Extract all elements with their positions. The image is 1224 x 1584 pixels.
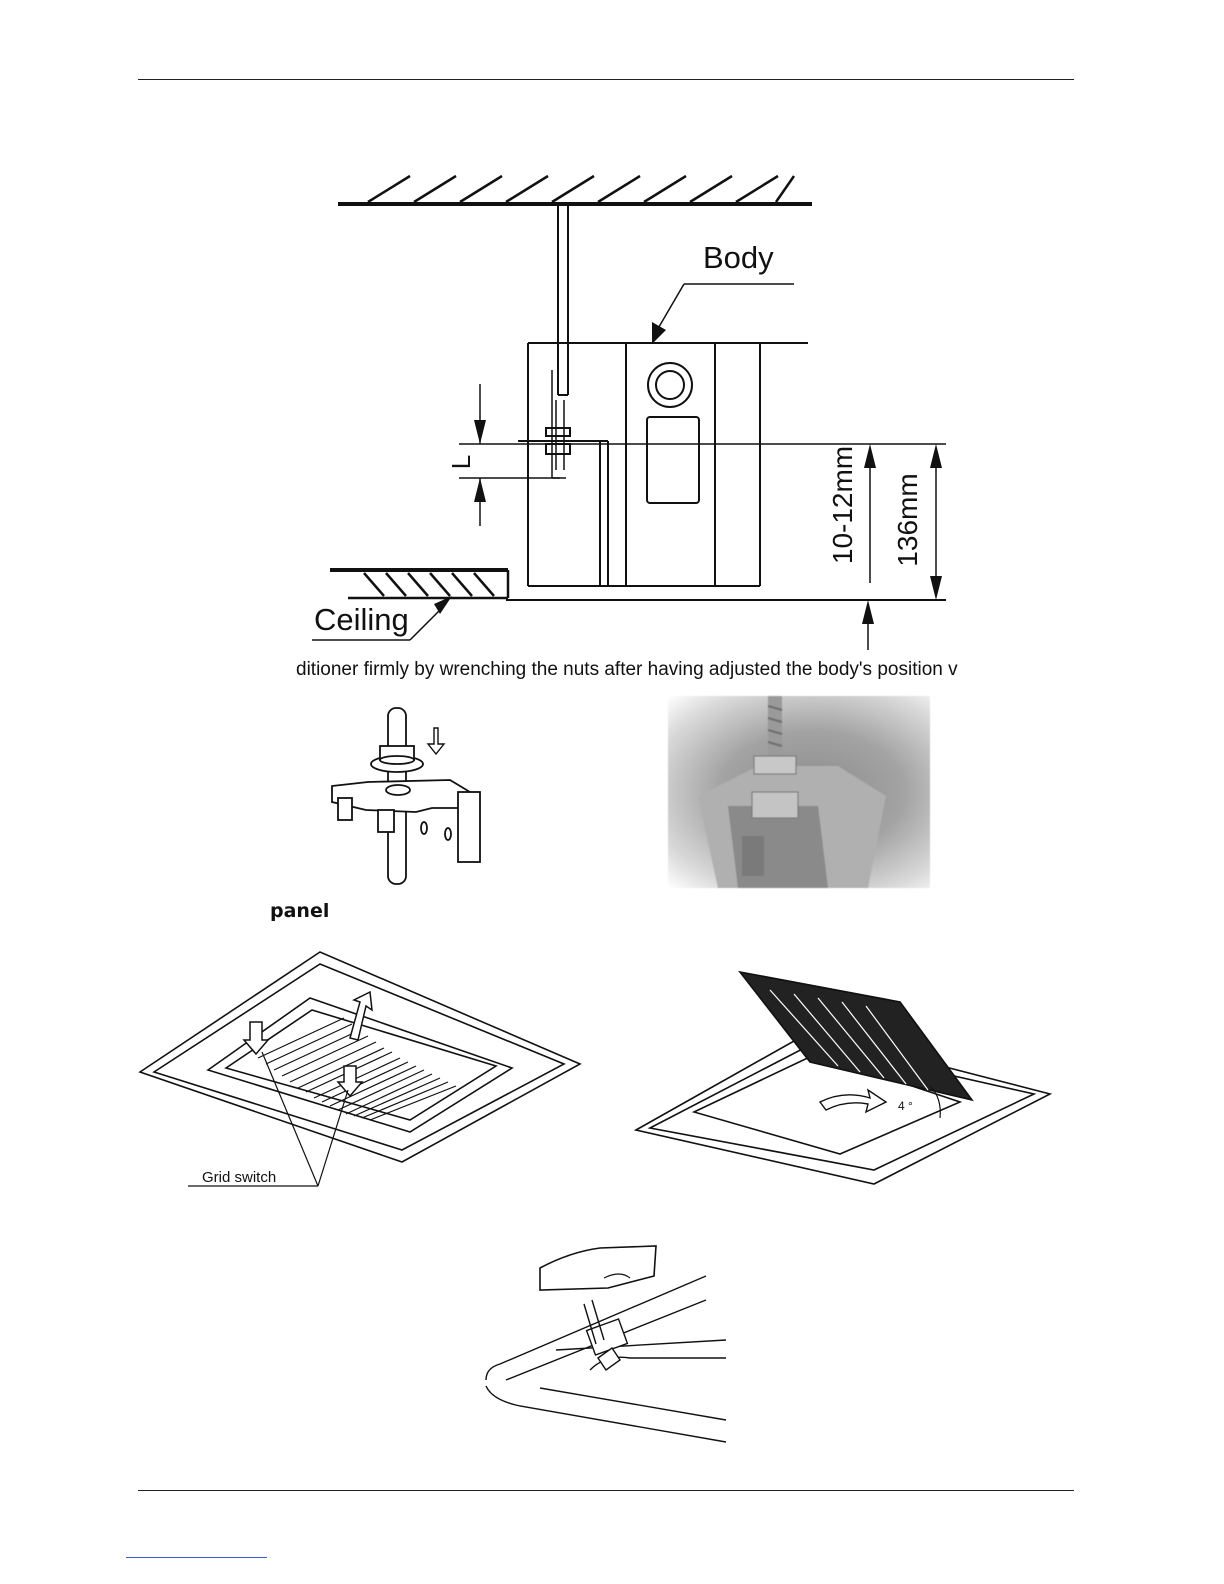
instruction-caption: ditioner firmly by wrenching the nuts af… — [296, 656, 976, 684]
grid-switch-label: Grid switch — [202, 1169, 276, 1186]
down-arrow-icon — [244, 1022, 268, 1054]
ceiling-hatching — [364, 573, 494, 596]
slab-hatching — [368, 176, 794, 202]
label-ceiling: Ceiling — [314, 602, 409, 637]
angle-label: 4 ° — [898, 1099, 913, 1113]
nut-photo — [668, 696, 930, 888]
up-arrow-icon — [350, 992, 372, 1040]
footer-rule — [138, 1490, 1074, 1491]
rotate-arrow-icon — [820, 1090, 886, 1112]
panel-open-drawing: 4 ° — [630, 962, 1060, 1192]
label-body: Body — [703, 240, 774, 275]
down-arrow-icon — [428, 728, 444, 754]
installation-diagram: Body Ceiling L 10-12mm 136mm — [0, 0, 1224, 700]
nut-sketch — [320, 700, 500, 890]
panel-grid-switch-drawing: Grid switch — [130, 940, 590, 1200]
footer-link-underline[interactable] — [126, 1557, 267, 1558]
label-L: L — [446, 455, 476, 469]
dim-height-label: 136mm — [892, 473, 923, 566]
corner-detail-drawing — [480, 1240, 730, 1445]
down-arrow-icon — [338, 1066, 362, 1096]
section-heading: panel — [270, 900, 329, 922]
dim-gap-label: 10-12mm — [827, 446, 858, 564]
